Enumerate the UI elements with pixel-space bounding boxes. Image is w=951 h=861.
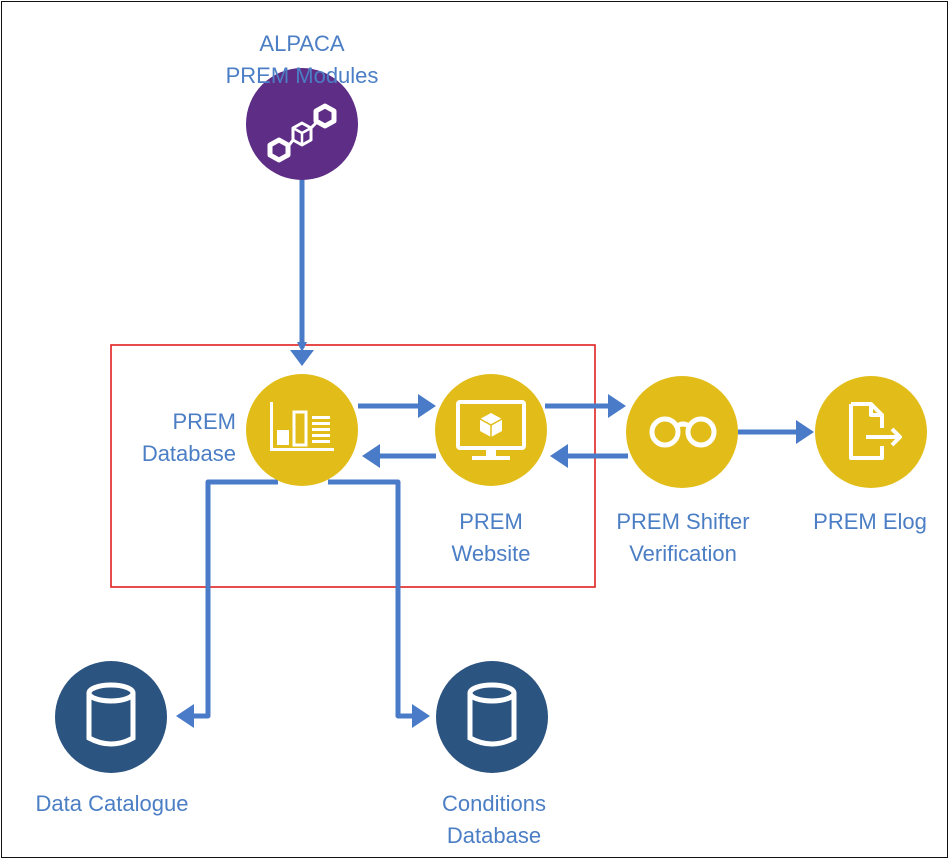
arrow-database-to-conditions-head: [412, 704, 430, 728]
arrow-website-to-database-head: [362, 444, 380, 468]
node-prem-database: [246, 374, 358, 486]
label-prem-database: PREM Database: [110, 406, 236, 470]
shifter-node-circle: [626, 376, 738, 488]
label-conditions-database: Conditions Database: [412, 788, 576, 852]
arrow-shifter-to-website-head: [550, 444, 568, 468]
conditions-label-line1: Conditions: [442, 791, 546, 816]
website-label-line2: Website: [451, 541, 531, 566]
label-alpaca-modules: ALPACA PREM Modules: [200, 28, 404, 92]
node-prem-website: [435, 374, 547, 486]
database-cylinder-icon: [467, 682, 517, 747]
data-catalogue-label-line1: Data Catalogue: [35, 791, 189, 816]
binoculars-icon: [649, 416, 717, 448]
arrow-alpaca-to-database-head: [290, 350, 314, 366]
label-prem-elog: PREM Elog: [790, 506, 950, 538]
node-alpaca-modules: [246, 68, 358, 180]
highlight-box: [110, 344, 596, 588]
database-cylinder-icon: [86, 682, 136, 747]
monitor-icon: [456, 400, 526, 460]
label-prem-shifter-verification: PREM Shifter Verification: [592, 506, 774, 570]
database-node-circle: [246, 374, 358, 486]
node-data-catalogue: [55, 661, 167, 773]
alpaca-label-line2: PREM Modules: [225, 63, 379, 88]
bar-chart-icon: [270, 402, 334, 451]
node-prem-shifter-verification: [626, 376, 738, 488]
website-label-line1: PREM: [459, 509, 523, 534]
node-conditions-database: [436, 661, 548, 773]
label-data-catalogue: Data Catalogue: [12, 788, 212, 820]
arrow-database-to-website-head: [418, 394, 436, 418]
label-prem-website: PREM Website: [420, 506, 562, 570]
node-prem-elog: [815, 376, 927, 488]
arrow-website-to-shifter-head: [608, 394, 626, 418]
arrow-database-to-conditions: [328, 479, 414, 719]
database-label-line2: Database: [141, 441, 236, 466]
arrow-database-to-data-catalogue: [192, 479, 278, 719]
conditions-label-line2: Database: [446, 823, 542, 848]
document-export-icon: [849, 402, 902, 460]
conditions-node-circle: [436, 661, 548, 773]
elog-node-circle: [815, 376, 927, 488]
elog-label-line1: PREM Elog: [813, 509, 927, 534]
alpaca-label-line1: ALPACA: [259, 31, 345, 56]
data-catalogue-node-circle: [55, 661, 167, 773]
shifter-label-line2: Verification: [629, 541, 737, 566]
shifter-label-line1: PREM Shifter: [616, 509, 750, 534]
arrow-database-to-data-catalogue-head: [176, 704, 194, 728]
database-label-line1: PREM: [172, 409, 236, 434]
modules-icon: [267, 103, 337, 163]
arrow-shifter-to-elog-head: [796, 420, 814, 444]
